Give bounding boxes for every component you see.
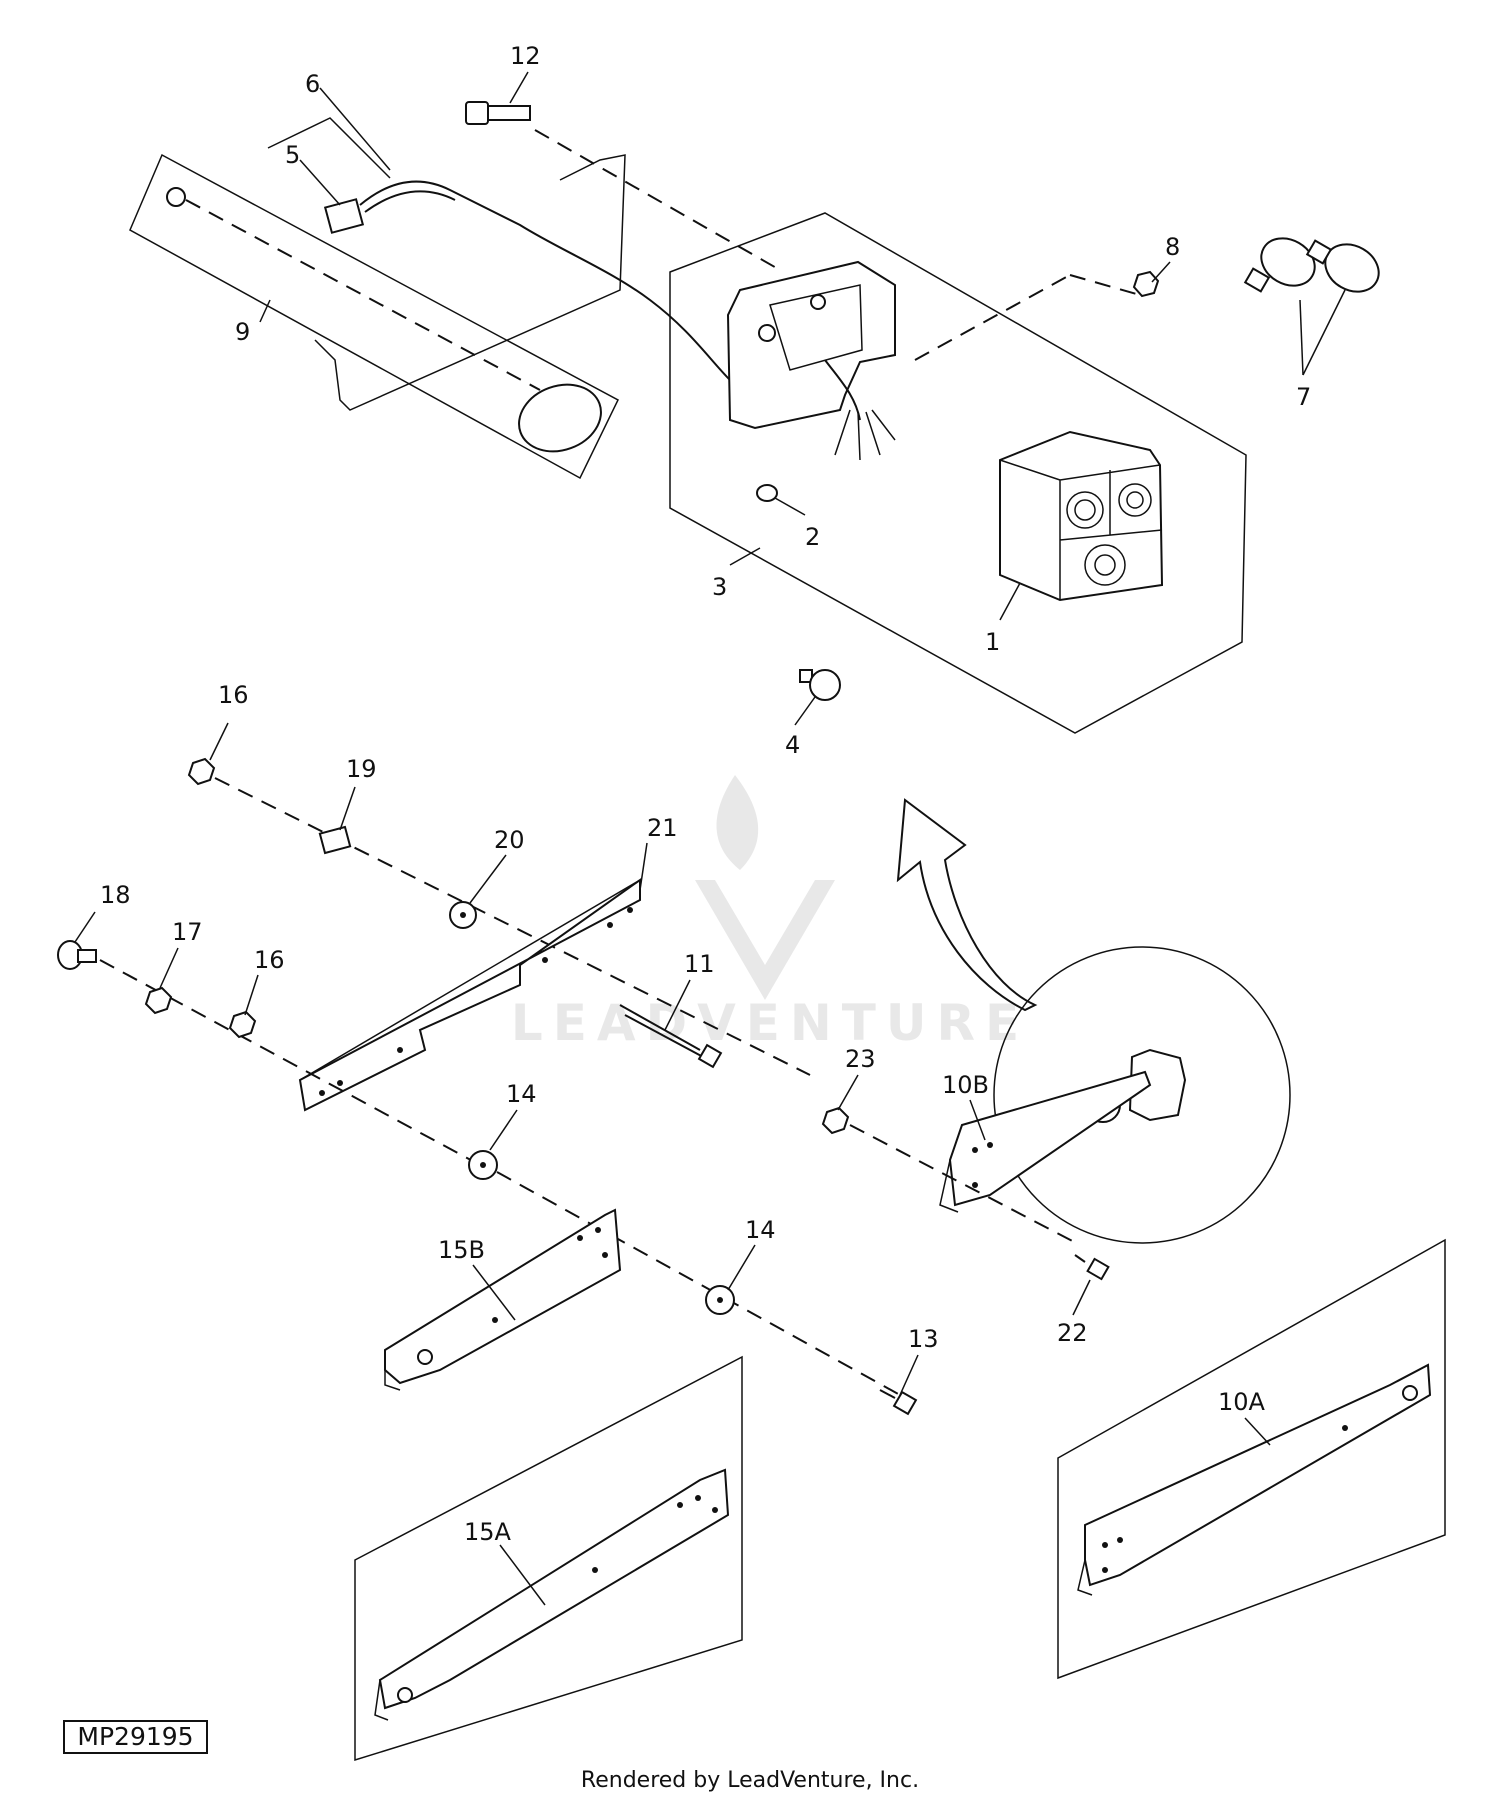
diagram-id-label: MP29195 xyxy=(63,1720,208,1754)
detail-inset-circle xyxy=(993,946,1291,1244)
part-10A-panel xyxy=(1057,1238,1446,1680)
part-16-nut-lower xyxy=(228,1010,257,1039)
part-5-6-harness xyxy=(267,117,731,381)
part-20-washer xyxy=(449,901,477,929)
watermark-logo: LEADVENTURE xyxy=(511,775,1029,1052)
callouts: 12 6 5 8 9 7 2 3 1 4 16 19 20 21 18 17 1… xyxy=(100,42,1311,1546)
part-16-nut-upper xyxy=(187,757,811,1076)
callout-16-lower: 16 xyxy=(254,946,285,974)
part-4-bulb xyxy=(799,669,841,701)
callout-21: 21 xyxy=(647,814,678,842)
part-3-tail-light-assembly xyxy=(669,212,1247,734)
callout-17: 17 xyxy=(172,918,203,946)
part-12-bolt xyxy=(465,101,781,271)
part-7-bulbs xyxy=(1243,237,1380,293)
part-19-spacer xyxy=(318,825,352,855)
callout-6: 6 xyxy=(305,70,320,98)
callout-12: 12 xyxy=(510,42,541,70)
callout-20: 20 xyxy=(494,826,525,854)
callout-9: 9 xyxy=(235,318,250,346)
callout-23: 23 xyxy=(845,1045,876,1073)
callout-15B: 15B xyxy=(438,1236,485,1264)
part-14-washer-lower xyxy=(705,1285,735,1315)
part-21-bar xyxy=(298,878,641,1112)
callout-3: 3 xyxy=(712,573,727,601)
part-11-bolt xyxy=(619,1004,723,1069)
callout-10B: 10B xyxy=(942,1071,989,1099)
callout-14-upper: 14 xyxy=(506,1080,537,1108)
callout-10A: 10A xyxy=(1218,1388,1266,1416)
callout-1: 1 xyxy=(985,628,1000,656)
detail-arrow xyxy=(896,798,1038,1012)
part-9-panel xyxy=(129,153,626,480)
callout-2: 2 xyxy=(805,523,820,551)
part-8-nut xyxy=(1132,270,1160,298)
callout-4: 4 xyxy=(785,731,800,759)
callout-14-lower: 14 xyxy=(745,1216,776,1244)
callout-8: 8 xyxy=(1165,233,1180,261)
part-15A-panel xyxy=(354,1355,743,1762)
watermark-text: LEADVENTURE xyxy=(511,994,1029,1052)
part-15B-bracket xyxy=(384,1208,622,1391)
callout-15A: 15A xyxy=(464,1518,512,1546)
part-14-washer-upper xyxy=(468,1150,901,1396)
callout-5: 5 xyxy=(285,141,300,169)
leader-lines xyxy=(74,71,1346,1606)
part-22-screw xyxy=(1074,1254,1110,1281)
part-18-bolt xyxy=(57,940,481,1166)
footer-credit: Rendered by LeadVenture, Inc. xyxy=(580,1768,920,1793)
callout-18: 18 xyxy=(100,881,131,909)
callout-11: 11 xyxy=(684,950,715,978)
part-13-screw xyxy=(879,1389,918,1416)
callout-22: 22 xyxy=(1057,1319,1088,1347)
callout-7: 7 xyxy=(1296,383,1311,411)
part-10B-bracket xyxy=(939,1070,1152,1213)
callout-13: 13 xyxy=(908,1325,939,1353)
part-17-nut xyxy=(144,986,173,1015)
callout-16-upper: 16 xyxy=(218,681,249,709)
callout-19: 19 xyxy=(346,755,377,783)
